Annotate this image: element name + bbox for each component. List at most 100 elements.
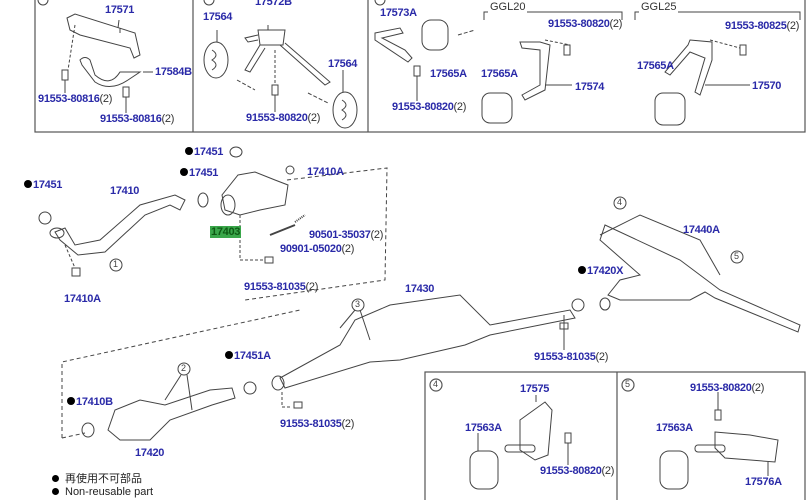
part-17565A[interactable]: 17565A (481, 68, 518, 80)
bolt-label[interactable]: 91553-81035(2) (244, 281, 318, 293)
qty: (2) (341, 243, 355, 255)
hangers-box3 (374, 19, 750, 126)
part-17410[interactable]: 17410 (110, 185, 140, 197)
part-17570[interactable]: 17570 (752, 80, 782, 92)
part-17564[interactable]: 17564 (328, 58, 358, 70)
part-91553-80816[interactable]: 91553-80816 (38, 93, 100, 105)
part-17576A[interactable]: 17576A (745, 476, 782, 488)
hangers-box2 (203, 25, 358, 129)
qty: (2) (99, 93, 113, 105)
part-91553-80820[interactable]: 91553-80820 (540, 465, 602, 477)
qty: (2) (370, 229, 384, 241)
bolt-label[interactable]: 91553-81035(2) (280, 418, 354, 430)
part-17451A[interactable]: 17451A (225, 350, 271, 362)
part-17440A[interactable]: 17440A (683, 224, 720, 236)
part-17572B[interactable]: 17572B (255, 0, 292, 8)
bolt-label[interactable]: 90901-05020(2) (280, 243, 354, 255)
part-90501-35037[interactable]: 90501-35037 (309, 229, 371, 241)
part-91553-81035[interactable]: 91553-81035 (244, 281, 306, 293)
bolt-label[interactable]: 91553-80820(2) (392, 101, 466, 113)
callout-boxes-bottom (424, 371, 806, 500)
part-91553-80820[interactable]: 91553-80820 (392, 101, 454, 113)
bolt-label[interactable]: 91553-80820(2) (540, 465, 614, 477)
part-17564[interactable]: 17564 (203, 11, 233, 23)
box4-number: 4 (433, 379, 439, 389)
qty: (2) (341, 418, 355, 430)
non-reusable-dot-icon (578, 266, 586, 274)
ref-marker-2[interactable]: 2 (181, 363, 187, 373)
part-91553-81035[interactable]: 91553-81035 (534, 351, 596, 363)
part-17410A[interactable]: 17410A (307, 166, 344, 178)
part-17451[interactable]: 17451 (180, 167, 218, 179)
part-90901-05020[interactable]: 90901-05020 (280, 243, 342, 255)
qty: (2) (751, 382, 765, 394)
part-17584B[interactable]: 17584B (155, 66, 192, 78)
center-muffler-17430 (271, 294, 585, 391)
qty: (2) (305, 281, 319, 293)
part-number: 17451 (194, 146, 224, 158)
legend-en: Non-reusable part (52, 486, 153, 498)
bolt-label[interactable]: 91553-80820(2) (690, 382, 764, 394)
qty: (2) (601, 465, 615, 477)
part-number: 17451 (33, 179, 63, 191)
part-17420[interactable]: 17420 (135, 447, 165, 459)
bolt-label[interactable]: 91553-80825(2) (725, 20, 799, 32)
ref-marker-5[interactable]: 5 (734, 251, 740, 261)
pipe-17403-assembly (197, 146, 388, 301)
legend-jp: 再使用不可部品 (52, 473, 142, 485)
ref-marker-3[interactable]: 3 (355, 299, 361, 309)
part-17571[interactable]: 17571 (105, 4, 135, 16)
non-reusable-dot-icon (67, 397, 75, 405)
part-17573A[interactable]: 17573A (380, 7, 417, 19)
spring-label[interactable]: 90501-35037(2) (309, 229, 383, 241)
qty: (2) (595, 351, 609, 363)
part-17403-highlighted[interactable]: 17403 (210, 226, 242, 238)
ggl25-label: GGL25 (639, 1, 679, 13)
part-17410B[interactable]: 17410B (67, 396, 113, 408)
ggl20-bracket (483, 11, 623, 20)
converter-17420 (61, 309, 303, 441)
legend-text: Non-reusable part (65, 486, 154, 498)
bolt-label[interactable]: 91553-80820(2) (548, 18, 622, 30)
part-17563A[interactable]: 17563A (656, 422, 693, 434)
part-91553-80820[interactable]: 91553-80820 (548, 18, 610, 30)
callout-boxes-top (34, 0, 806, 133)
hangers-box4-5 (469, 392, 779, 490)
legend-text: 再使用不可部品 (65, 473, 142, 485)
part-17451[interactable]: 17451 (24, 179, 62, 191)
ggl20-label: GGL20 (488, 1, 528, 13)
non-reusable-dot-icon (52, 488, 59, 495)
box5-number: 5 (625, 379, 631, 389)
part-17563A[interactable]: 17563A (465, 422, 502, 434)
ref-marker-4[interactable]: 4 (617, 197, 623, 207)
part-91553-80820[interactable]: 91553-80820 (690, 382, 752, 394)
qty: (2) (786, 20, 800, 32)
bolts-box1 (61, 19, 153, 113)
bolt-label[interactable]: 91553-80816(2) (38, 93, 112, 105)
qty: (2) (609, 18, 623, 30)
bolt-label[interactable]: 91553-81035(2) (534, 351, 608, 363)
part-17451[interactable]: 17451 (185, 146, 223, 158)
qty: (2) (307, 112, 321, 124)
ref-marker-1[interactable]: 1 (113, 259, 119, 269)
part-91553-81035[interactable]: 91553-81035 (280, 418, 342, 430)
ref-circles-top (37, 0, 386, 6)
part-17565A[interactable]: 17565A (430, 68, 467, 80)
part-91553-80816[interactable]: 91553-80816 (100, 113, 162, 125)
qty: (2) (161, 113, 175, 125)
front-pipe-17410 (38, 194, 186, 277)
non-reusable-dot-icon (52, 475, 59, 482)
part-17430[interactable]: 17430 (405, 283, 435, 295)
part-17565A[interactable]: 17565A (637, 60, 674, 72)
part-91553-80820[interactable]: 91553-80820 (246, 112, 308, 124)
part-17420X[interactable]: 17420X (578, 265, 623, 277)
part-17410A[interactable]: 17410A (64, 293, 101, 305)
part-17575[interactable]: 17575 (520, 383, 550, 395)
part-17574[interactable]: 17574 (575, 81, 605, 93)
part-number: 17451A (234, 350, 271, 362)
bolt-label[interactable]: 91553-80820(2) (246, 112, 320, 124)
part-91553-80825[interactable]: 91553-80825 (725, 20, 787, 32)
tail-muffler-17440A (599, 196, 801, 333)
bolt-label[interactable]: 91553-80816(2) (100, 113, 174, 125)
